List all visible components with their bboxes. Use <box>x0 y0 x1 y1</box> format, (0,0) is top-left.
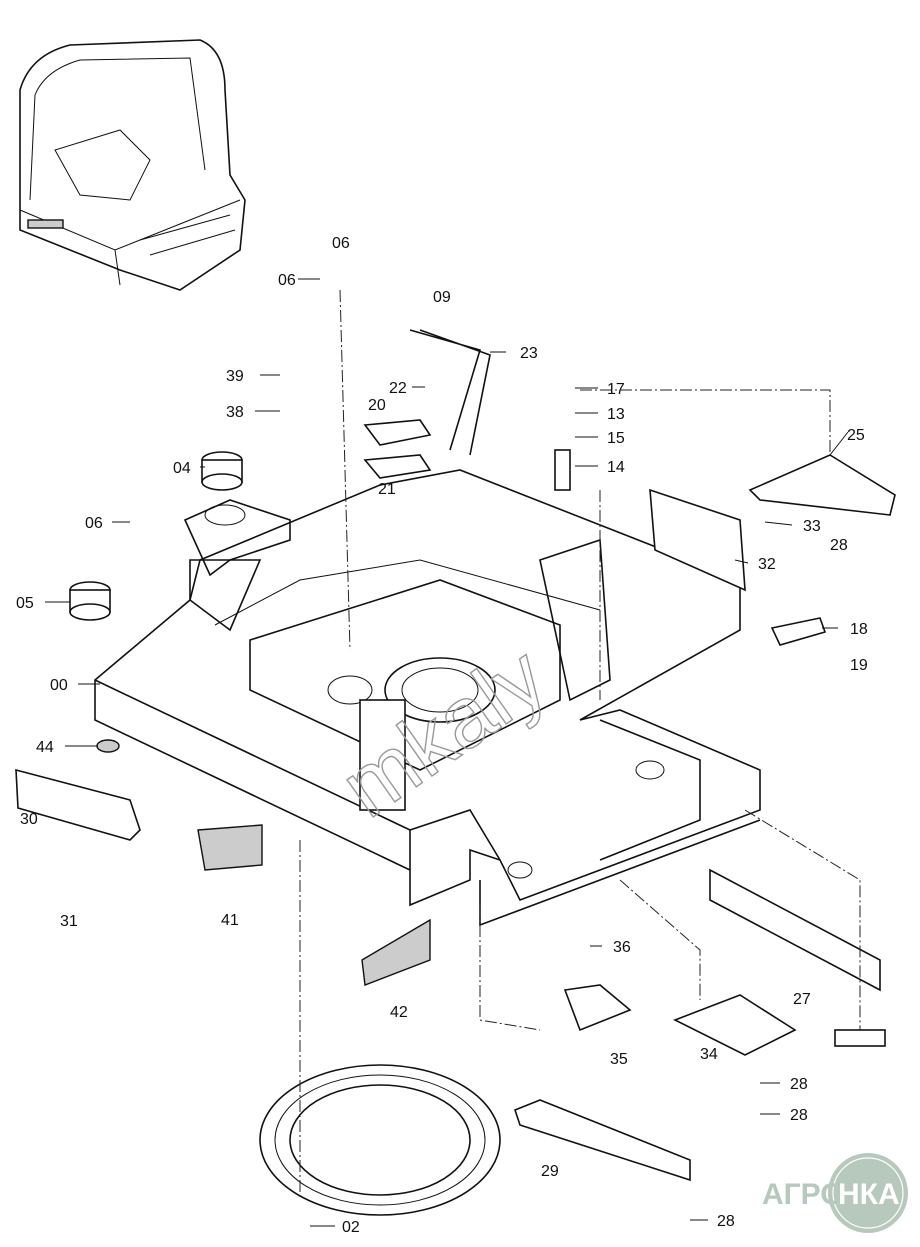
callout-23: 23 <box>520 345 538 362</box>
callout-28: 28 <box>790 1076 808 1093</box>
callout-15: 15 <box>607 430 625 447</box>
callout-06: 06 <box>278 272 296 289</box>
callout-20: 20 <box>368 397 386 414</box>
callout-44: 44 <box>36 739 54 756</box>
callout-09: 09 <box>433 289 451 306</box>
excavator-thumbnail <box>19 39 246 291</box>
callout-25: 25 <box>847 427 865 444</box>
callout-42: 42 <box>390 1004 408 1021</box>
leader-lines <box>45 278 861 1227</box>
callout-17: 17 <box>607 381 625 398</box>
callout-labels: 06 06 09 23 39 22 17 20 38 13 15 25 04 2… <box>16 235 868 1236</box>
callout-31: 31 <box>60 913 78 930</box>
callout-00: 00 <box>50 677 68 694</box>
callout-30: 30 <box>20 811 38 828</box>
callout-39: 39 <box>226 368 244 385</box>
callout-06: 06 <box>332 235 350 252</box>
watermark: mkaly <box>324 629 563 836</box>
callout-29: 29 <box>541 1163 559 1180</box>
agronka-logo: АГРО НКА <box>762 1153 908 1233</box>
callout-22: 22 <box>389 380 407 397</box>
callout-33: 33 <box>803 518 821 535</box>
callout-34: 34 <box>700 1046 718 1063</box>
callout-05: 05 <box>16 595 34 612</box>
callout-35: 35 <box>610 1051 628 1068</box>
callout-02: 02 <box>342 1219 360 1236</box>
callout-18: 18 <box>850 621 868 638</box>
callout-04: 04 <box>173 460 191 477</box>
callout-27: 27 <box>793 991 811 1008</box>
callout-38: 38 <box>226 404 244 421</box>
callout-28: 28 <box>790 1107 808 1124</box>
callout-21: 21 <box>378 481 396 498</box>
callout-28: 28 <box>717 1213 735 1230</box>
callout-32: 32 <box>758 556 776 573</box>
upper-frame <box>94 469 761 927</box>
logo-text-left: АГРО <box>762 1178 844 1211</box>
callout-41: 41 <box>221 912 239 929</box>
callout-13: 13 <box>607 406 625 423</box>
callout-06: 06 <box>85 515 103 532</box>
callout-19: 19 <box>850 657 868 674</box>
callout-14: 14 <box>607 459 625 476</box>
callout-36: 36 <box>613 939 631 956</box>
logo-text-right: НКА <box>838 1178 900 1211</box>
small-parts <box>15 329 896 1216</box>
callout-28: 28 <box>830 537 848 554</box>
